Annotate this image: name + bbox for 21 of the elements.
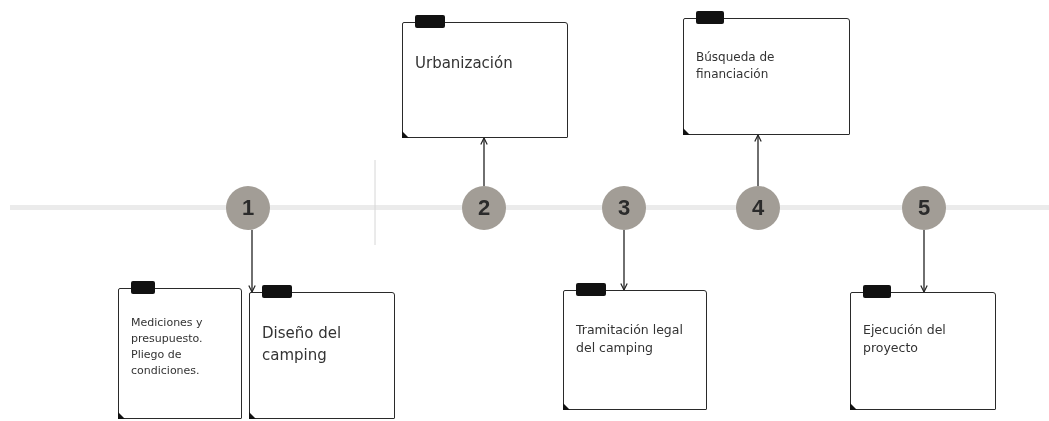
step-circle xyxy=(226,186,270,230)
note-text: Urbanización xyxy=(415,53,514,74)
step-number: 4 xyxy=(751,195,765,221)
step-number: 2 xyxy=(477,195,491,221)
note-text: Búsqueda de financiación xyxy=(696,49,776,84)
arrow xyxy=(620,229,628,291)
step-circle xyxy=(902,186,946,230)
arrow xyxy=(248,229,256,293)
arrow xyxy=(920,229,928,293)
step-circle xyxy=(462,186,506,230)
step-number: 5 xyxy=(917,195,931,221)
note-text: Diseño del camping xyxy=(262,323,343,366)
note-text: Ejecución del proyecto xyxy=(863,321,947,358)
arrow xyxy=(754,134,762,187)
step-number: 1 xyxy=(241,195,255,221)
arrow xyxy=(480,137,488,187)
step-circle xyxy=(602,186,646,230)
step-circle xyxy=(736,186,780,230)
note-text: Mediciones y presupuesto. Pliego de condiciones. xyxy=(131,315,204,379)
step-number: 3 xyxy=(617,195,631,221)
note-text: Tramitación legal del camping xyxy=(576,321,684,358)
